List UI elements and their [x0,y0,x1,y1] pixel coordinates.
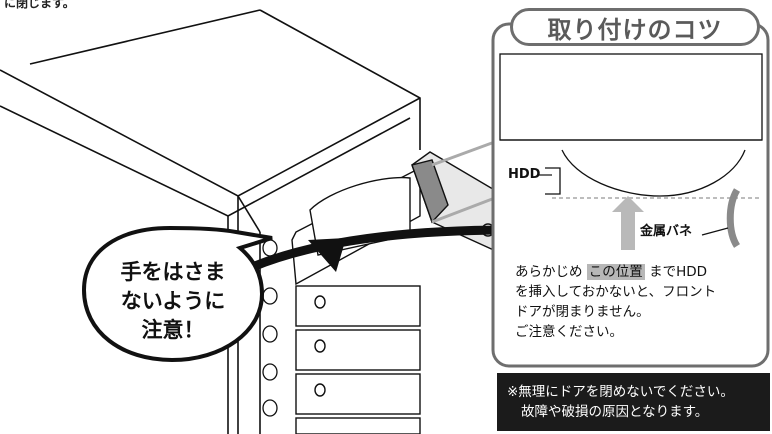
note-line-3: ドアが閉まりません。 [515,304,650,320]
header-fragment: に閉じます。 [4,0,75,10]
caution-line-2: ないように [120,289,226,313]
close-door-arrow [248,225,511,273]
detail-panel [491,22,770,368]
caution-line-3: 注意！ [141,318,205,342]
spring-label: 金属バネ [640,224,693,239]
hdd-label: HDD [508,167,541,182]
caution-bubble-text: 手をはさま ないように 注意！ [84,258,262,345]
metal-spring [726,188,741,248]
note-line-1-before: あらかじめ [515,264,583,280]
warning-line-1: ※無理にドアを閉めないでください。 [507,384,734,400]
note-line-4: ご注意ください。 [515,324,623,340]
note-line-2: を挿入しておかないと、フロント [515,284,717,300]
note-line-1: あらかじめ この位置 までHDD [515,262,765,282]
warning-line-2: 故障や破損の原因となります。 [521,404,709,420]
zoom-guide-lines [431,138,501,224]
note-line-1-after: までHDD [649,264,708,280]
insertion-note: あらかじめ この位置 までHDD を挿入しておかないと、フロント ドアが閉まりま… [515,262,765,342]
insert-depth-arrow [612,196,644,250]
tips-title-pill: 取り付けのコツ [510,8,760,46]
arrow-head [308,238,346,272]
warning-box: ※無理にドアを閉めないでください。 故障や破損の原因となります。 [497,373,770,431]
note-highlight: この位置 [586,264,645,280]
caution-bubble-shape [81,225,273,363]
caution-line-1: 手をはさま [120,260,226,284]
tips-title: 取り付けのコツ [547,15,723,44]
